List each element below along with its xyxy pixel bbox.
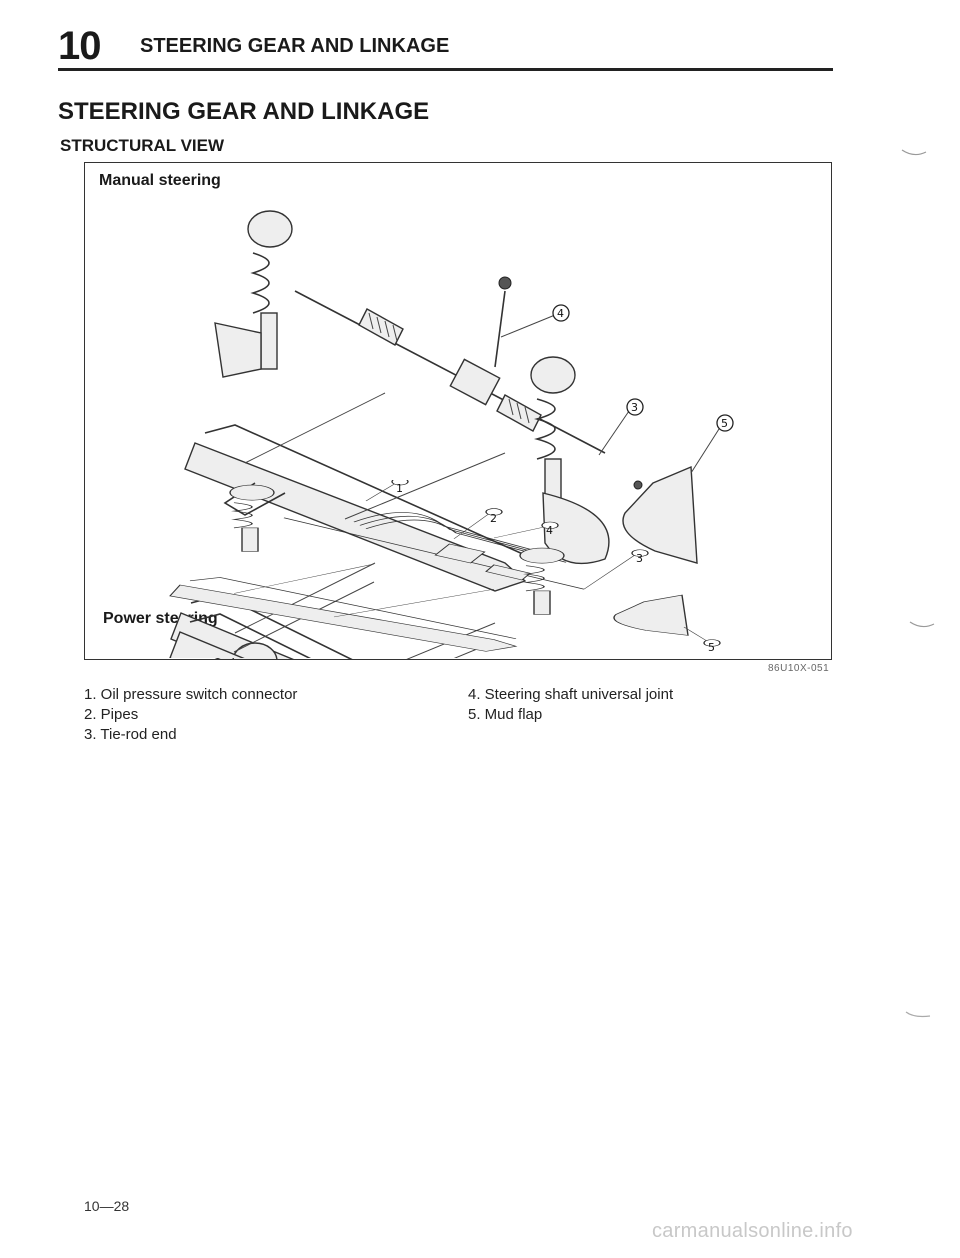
- legend-item-2: 2. Pipes: [84, 706, 139, 723]
- page-number: 10—28: [84, 1198, 130, 1214]
- power-steering-compact: 1 2 3 4 5: [169, 480, 721, 654]
- power-callout-2-label: 2: [490, 512, 497, 525]
- manual-right-strut: [530, 356, 610, 565]
- manual-callout-4: [552, 304, 570, 322]
- manual-callout-4-label: 4: [557, 307, 564, 320]
- margin-mark-top: [901, 149, 927, 156]
- header-rule: [58, 68, 833, 71]
- manual-callout-5-label: 5: [721, 417, 728, 430]
- manual-callout-3-label: 3: [631, 401, 638, 414]
- section-title: STEERING GEAR AND LINKAGE: [58, 98, 430, 125]
- figure-code: 86U10X-051: [768, 663, 830, 674]
- manual-steering-label: Manual steering: [99, 172, 221, 189]
- chapter-number: 10: [58, 24, 101, 68]
- watermark: carmanualsonline.info: [652, 1220, 853, 1242]
- legend-item-1: 1. Oil pressure switch connector: [84, 686, 298, 703]
- manual-left-strut: [214, 210, 293, 378]
- power-callout-3-label: 3: [636, 552, 643, 565]
- legend-item-3: 3. Tie-rod end: [84, 726, 177, 743]
- chapter-title: STEERING GEAR AND LINKAGE: [140, 35, 450, 57]
- legend-right: 4. Steering shaft universal joint 5. Mud…: [468, 685, 673, 725]
- power-callout-1-label: 1: [396, 482, 403, 495]
- legend-left: 1. Oil pressure switch connector 2. Pipe…: [84, 685, 297, 745]
- manual-callout-3: [626, 398, 644, 416]
- subsection-title: STRUCTURAL VIEW: [60, 136, 225, 155]
- legend-item-5: 5. Mud flap: [468, 706, 543, 723]
- legend-item-4: 4. Steering shaft universal joint: [468, 686, 674, 703]
- margin-mark-bottom: [905, 1011, 931, 1018]
- manual-callout-5: [716, 414, 734, 432]
- manual-mud-flap: [622, 465, 698, 564]
- power-callout-4-label: 4: [546, 524, 553, 537]
- margin-mark-middle: [909, 621, 935, 628]
- power-callout-5-label: 5: [708, 641, 715, 654]
